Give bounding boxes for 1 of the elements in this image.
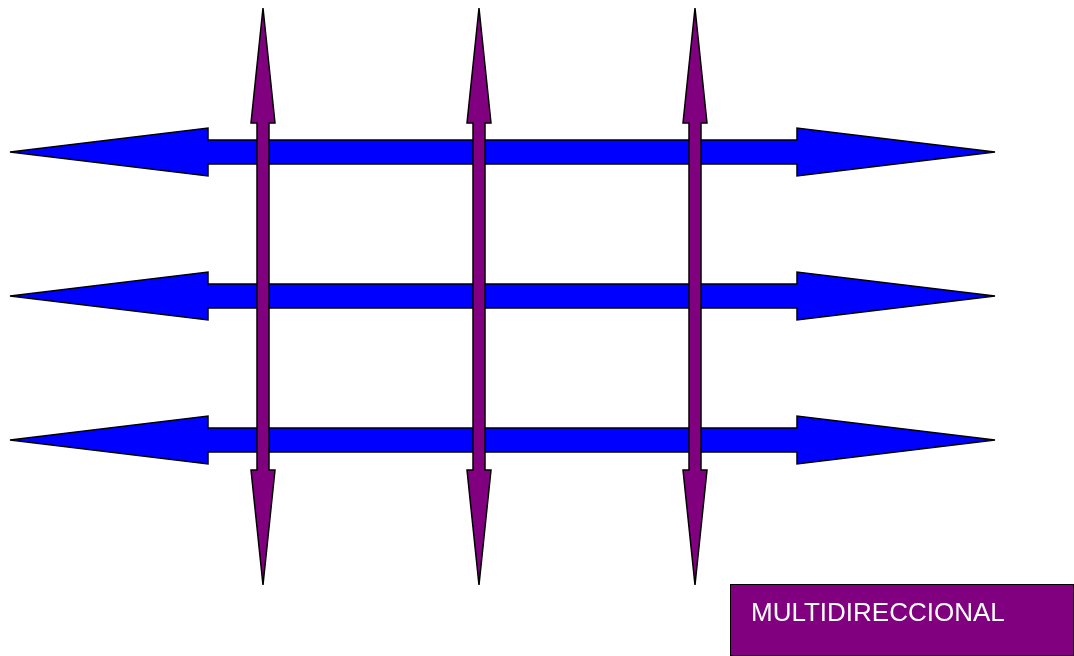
title-box: MULTIDIRECCIONAL bbox=[730, 584, 1074, 656]
